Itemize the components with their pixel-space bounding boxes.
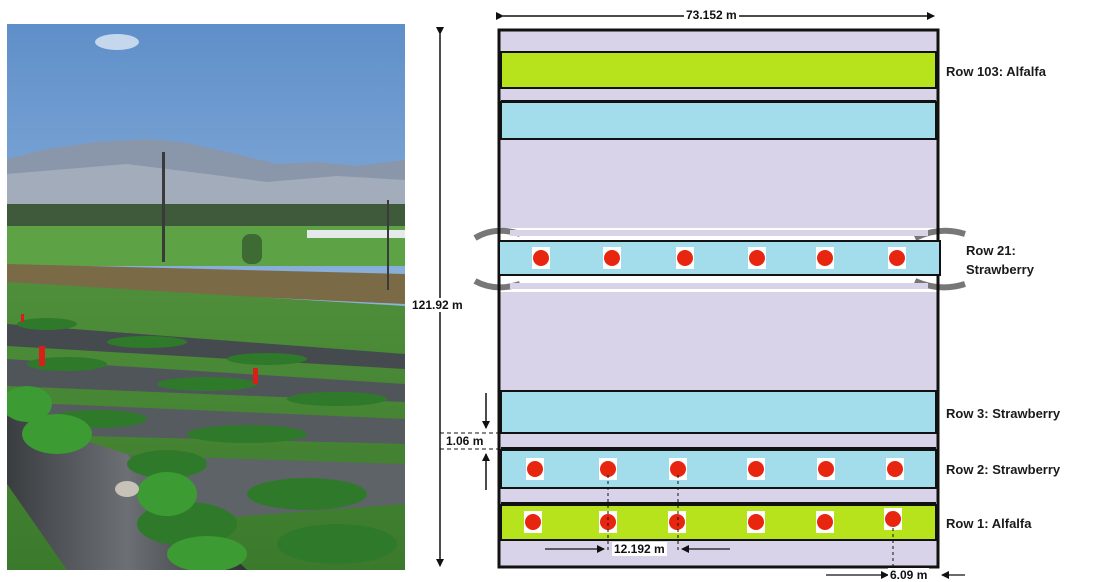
sampler-point: [600, 461, 616, 477]
sampler-point: [887, 461, 903, 477]
sampler-point: [527, 461, 543, 477]
edge-offset-label: 6.09 m: [888, 568, 930, 582]
sampler-point: [525, 514, 541, 530]
sampler-point: [677, 250, 693, 266]
row-21-label-line1: Row 21:: [966, 243, 1016, 258]
row-3-label: Row 3: Strawberry: [946, 406, 1061, 421]
sampler-point: [748, 461, 764, 477]
row-21-label-line2: Strawberry: [966, 262, 1034, 277]
row-21-strawberry: [498, 240, 941, 276]
row-103-label: Row 103: Alfalfa: [946, 64, 1046, 79]
row-2-strawberry: [500, 449, 937, 489]
sampler-point: [885, 511, 901, 527]
row-103-alfalfa: [500, 51, 937, 89]
field-length-label: 121.92 m: [410, 298, 465, 312]
strawberry-bed-top: [500, 101, 937, 140]
field-width-label: 73.152 m: [684, 8, 739, 22]
row-spacing-label: 1.06 m: [446, 434, 484, 448]
sampler-point: [818, 461, 834, 477]
row-1-label: Row 1: Alfalfa: [946, 516, 1032, 531]
row-2-label: Row 2: Strawberry: [946, 462, 1061, 477]
sampler-point: [749, 250, 765, 266]
sampler-point: [889, 250, 905, 266]
field-photo: [7, 24, 405, 570]
row-21-samplers: [532, 247, 906, 269]
sampler-point: [604, 250, 620, 266]
sampler-point: [817, 250, 833, 266]
sampler-point: [670, 461, 686, 477]
row-3-strawberry: [500, 390, 937, 434]
row-2-samplers: [526, 458, 904, 480]
sampler-point: [817, 514, 833, 530]
sampler-point: [669, 514, 685, 530]
plant-spacing-label: 12.192 m: [612, 542, 667, 556]
sampler-point: [533, 250, 549, 266]
sampler-point: [748, 514, 764, 530]
sampler-point: [600, 514, 616, 530]
row-1-alfalfa: [500, 504, 937, 541]
row-1-samplers: [524, 508, 902, 533]
